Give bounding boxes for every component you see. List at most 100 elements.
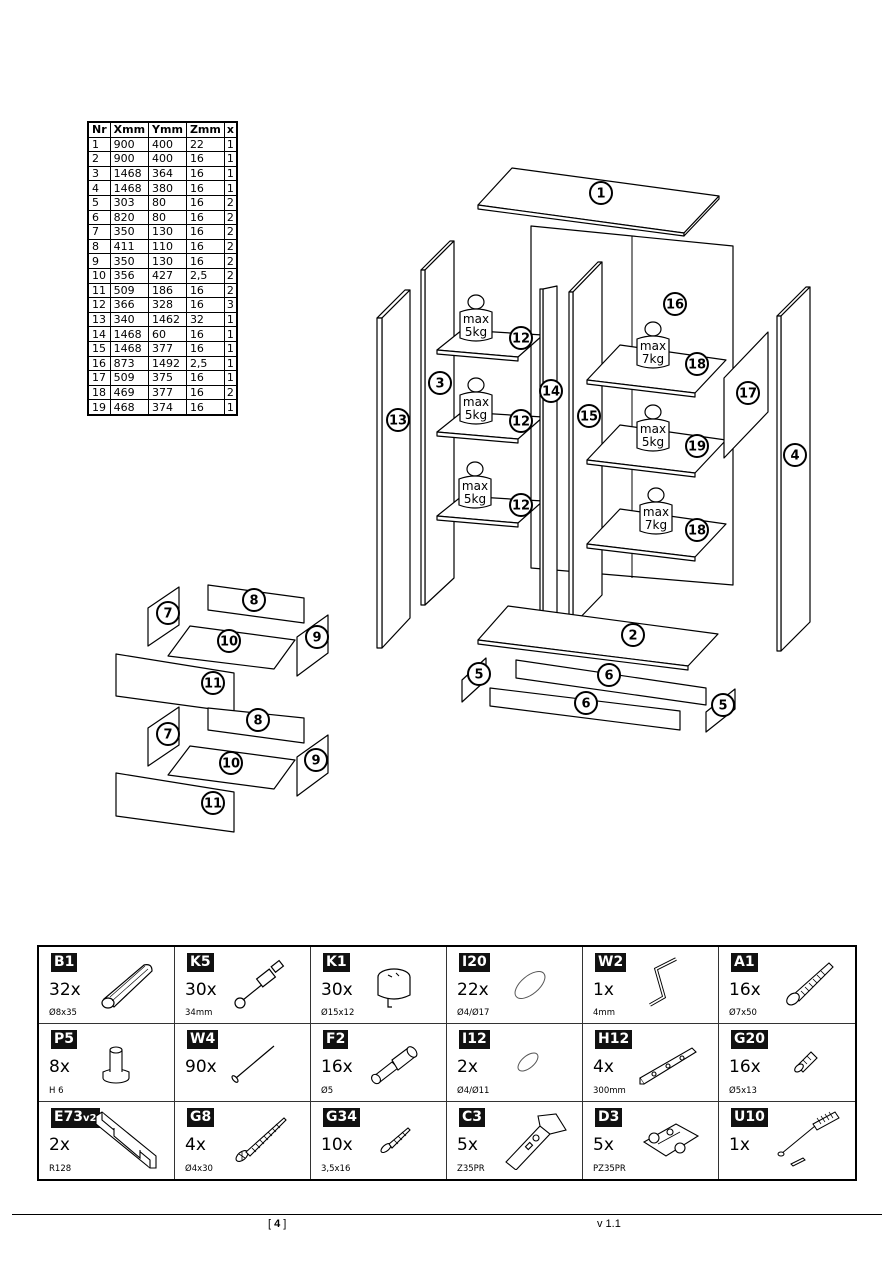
small-cover-cap-icon xyxy=(500,1032,570,1092)
cell-ymm: 1462 xyxy=(148,311,187,328)
callout-label: 6 xyxy=(581,697,590,712)
hardware-code: D3 xyxy=(598,1108,620,1125)
hardware-quantity: 90x xyxy=(185,1057,217,1078)
callout-circle xyxy=(242,588,266,612)
hardware-spec: Ø5 xyxy=(321,1085,334,1096)
callout-circle xyxy=(219,751,243,775)
callout-label: 10 xyxy=(220,635,238,650)
header-qty: x xyxy=(223,121,238,138)
cell-ymm: 186 xyxy=(148,282,187,299)
callout-label: 14 xyxy=(542,385,560,400)
cell-xmm: 509 xyxy=(109,370,150,386)
part-13-door xyxy=(376,289,411,649)
cell-zmm: 16 xyxy=(185,370,225,386)
hardware-code-badge: H12 xyxy=(595,1030,633,1050)
callout-label: 8 xyxy=(249,594,258,609)
cell-zmm: 16 xyxy=(185,399,225,416)
callout-circle xyxy=(217,629,241,653)
hardware-code-badge: I12 xyxy=(459,1030,490,1050)
callout-label: 5 xyxy=(718,699,727,714)
callout-label: 15 xyxy=(580,410,598,425)
callout-part-12: 12 xyxy=(509,409,533,433)
dowel-icon xyxy=(92,955,162,1015)
hardware-code-badge: D3 xyxy=(595,1107,623,1127)
hardware-code: K1 xyxy=(326,954,347,970)
cam-lock-icon xyxy=(364,955,434,1015)
hardware-spec: H 6 xyxy=(49,1085,64,1096)
callout-label: 1 xyxy=(596,187,605,202)
cell-nr: 13 xyxy=(87,311,111,328)
callout-part-12: 12 xyxy=(509,493,533,517)
callout-label: 5 xyxy=(474,668,483,683)
hardware-code: E73 xyxy=(54,1108,84,1125)
callout-part-9: 9 xyxy=(304,748,328,772)
hardware-spec: Ø4x30 xyxy=(185,1164,213,1174)
cell-xmm: 366 xyxy=(109,297,150,313)
callout-part-15: 15 xyxy=(577,404,601,428)
hardware-quantity: 2x xyxy=(457,1057,478,1078)
callout-part-14: 14 xyxy=(539,379,563,403)
callout-circle xyxy=(467,662,491,686)
callout-circle xyxy=(685,518,709,542)
callout-label: 13 xyxy=(389,414,407,429)
hardware-spec: PZ35PR xyxy=(593,1164,626,1174)
hardware-quantity: 5x xyxy=(593,1134,614,1155)
footer-divider xyxy=(12,1214,882,1215)
nail-icon xyxy=(228,1032,298,1092)
cell-zmm: 16 xyxy=(185,238,225,255)
callout-circle xyxy=(589,181,613,205)
cell-zmm: 2,5 xyxy=(185,267,225,284)
callout-label: 16 xyxy=(666,298,684,313)
table-header-row: Nr Xmm Ymm Zmm x xyxy=(87,121,238,138)
hardware-quantity: 32x xyxy=(49,980,81,1000)
callout-circle xyxy=(574,691,598,715)
callout-label: 18 xyxy=(688,358,706,373)
callout-circle xyxy=(577,404,601,428)
callout-label: 7 xyxy=(163,728,172,743)
cell-xmm: 1468 xyxy=(109,165,150,182)
cell-nr: 10 xyxy=(87,267,111,284)
header-nr: Nr xyxy=(87,121,111,138)
callout-label: 2 xyxy=(628,629,637,644)
cell-ymm: 427 xyxy=(148,267,187,284)
short-screw-icon xyxy=(773,1032,843,1092)
cell-zmm: 16 xyxy=(185,209,225,226)
callout-label: 10 xyxy=(222,757,240,772)
hardware-spec: Z35PR xyxy=(457,1164,485,1174)
callout-part-19: 19 xyxy=(685,434,709,458)
cam-bolt-icon xyxy=(228,955,298,1015)
callout-circle xyxy=(156,722,180,746)
callout-circle xyxy=(509,493,533,517)
hardware-code-badge: W2 xyxy=(595,953,627,972)
callout-part-10: 10 xyxy=(219,751,243,775)
weight-label-line1: max xyxy=(643,505,669,519)
cell-ymm: 400 xyxy=(148,151,187,167)
callout-part-2: 2 xyxy=(621,623,645,647)
weight-label-line2: 5kg xyxy=(464,492,486,506)
hardware-spec: Ø5x13 xyxy=(729,1085,757,1096)
hardware-quantity: 2x xyxy=(49,1134,70,1155)
hardware-quantity: 4x xyxy=(593,1057,614,1078)
cell-zmm: 16 xyxy=(185,151,225,167)
cell-xmm: 468 xyxy=(109,399,150,416)
hardware-code: F2 xyxy=(326,1031,346,1048)
cell-ymm: 80 xyxy=(148,209,187,226)
hardware-code: G8 xyxy=(190,1108,212,1125)
callout-circle xyxy=(386,408,410,432)
callout-circle xyxy=(246,708,270,732)
cell-xmm: 350 xyxy=(109,253,150,269)
